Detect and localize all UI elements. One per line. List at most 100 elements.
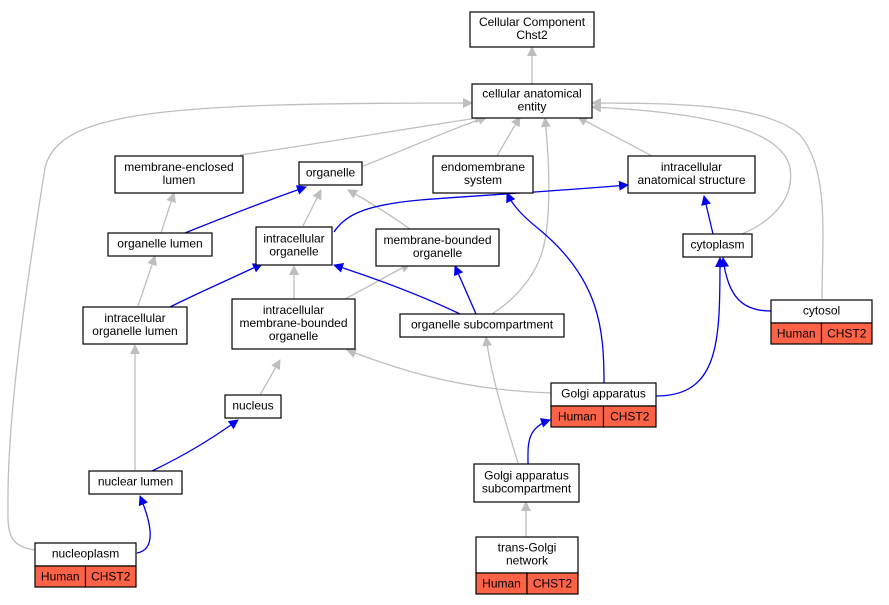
node-box [627, 155, 756, 194]
edge-part-of-intracellular-organelle-intracellular-structure [333, 180, 629, 233]
edge-part-of-organelle-subcompartment-intracellular-organelle [333, 263, 461, 315]
node-label: cellular anatomical [482, 87, 581, 101]
node-box [107, 232, 213, 257]
edge-is-a-cytosol-cae [591, 98, 824, 300]
node-label: intracellular [263, 303, 324, 317]
gene-tag: CHST2 [91, 570, 131, 584]
edge-part-of-organelle-lumen-organelle [184, 185, 307, 234]
node-box [432, 155, 534, 194]
node-nucleus[interactable]: nucleus [224, 394, 282, 419]
edge-is-a-membrane-enclosed-lumen-cae [239, 113, 485, 156]
node-box [255, 226, 333, 266]
edge-is-a-golgi-subcompartment-organelle-subcompartment [482, 336, 519, 464]
node-label: cytosol [803, 304, 840, 318]
node-label: intracellular [263, 232, 324, 246]
node-organelle-lumen[interactable]: organelle lumen [107, 232, 213, 257]
edge-is-a-intracellular-structure-cae [577, 116, 653, 157]
edge-is-a-nucleoplasm-cae [7, 98, 473, 551]
edge-is-a-endomembrane-cae [496, 116, 521, 157]
node-label: anatomical structure [637, 173, 745, 187]
edge-part-of-golgi-cytoplasm [655, 257, 725, 397]
species-tag: Human [558, 410, 597, 424]
edge-part-of-nuclear-lumen-nucleus [151, 419, 239, 472]
node-label: intracellular [104, 311, 165, 325]
edge-part-of-cytosol-cytoplasm [719, 257, 772, 312]
node-label: organelle [269, 245, 319, 259]
node-label: organelle [306, 166, 356, 180]
species-tag: Human [482, 577, 521, 591]
node-label: Chst2 [516, 28, 548, 42]
node-label: lumen [163, 173, 196, 187]
node-label: network [506, 554, 549, 568]
node-organelle-subcompartment[interactable]: organelle subcompartment [399, 313, 565, 338]
node-label: endomembrane [441, 160, 525, 174]
edge-is-a-organelle-cae [357, 115, 488, 169]
node-label: membrane-enclosed [124, 160, 233, 174]
edge-is-a-golgi-intracellular-mbo [346, 348, 552, 394]
node-label: organelle [269, 329, 319, 343]
node-box [88, 470, 183, 495]
gene-tag-cell [526, 572, 579, 595]
node-box [473, 463, 580, 503]
gene-tag-cell [84, 565, 137, 588]
node-label: intracellular [661, 160, 722, 174]
edge-is-a-intracellular-mbo-membrane-bounded-organelle [344, 263, 411, 300]
node-label: organelle lumen [92, 324, 177, 338]
node-label: system [464, 173, 502, 187]
node-label: nucleus [232, 399, 273, 413]
node-label: membrane-bounded [383, 233, 491, 247]
node-label: Golgi apparatus [561, 387, 646, 401]
gene-tag: CHST2 [610, 410, 650, 424]
node-cytoplasm[interactable]: cytoplasm [682, 233, 753, 258]
node-label: trans-Golgi [498, 541, 557, 555]
node-box [399, 313, 565, 338]
node-label: nuclear lumen [98, 475, 173, 489]
node-box [82, 306, 188, 345]
node-box [114, 155, 244, 194]
edge-part-of-cytoplasm-intracellular-structure [701, 195, 714, 235]
node-label: organelle subcompartment [411, 318, 554, 332]
node-organelle[interactable]: organelle [298, 161, 363, 186]
node-box [231, 298, 356, 350]
node-label: Golgi apparatus [484, 469, 569, 483]
node-nuclear-lumen[interactable]: nuclear lumen [88, 470, 183, 495]
node-label: membrane-bounded [239, 316, 347, 330]
node-label: entity [518, 100, 547, 114]
node-box [469, 11, 595, 48]
gene-tag: CHST2 [533, 577, 573, 591]
edge-is-a-intracellular-organelle-organelle [302, 189, 322, 227]
edge-part-of-intracellular-organelle-lumen-intracellular-organelle [169, 263, 263, 308]
node-box [375, 228, 500, 267]
edge-part-of-nucleoplasm-nuclear-lumen [136, 495, 151, 554]
node-box [471, 83, 593, 119]
node-label: nucleoplasm [52, 547, 119, 561]
gene-tag-cell [820, 322, 873, 345]
edge-is-a-membrane-bounded-organelle-organelle [347, 189, 411, 230]
node-label: subcompartment [482, 482, 572, 496]
edges-layer [7, 46, 824, 554]
node-label: cytoplasm [690, 238, 744, 252]
node-label: Cellular Component [479, 15, 586, 29]
node-box [224, 394, 282, 419]
species-tag: Human [41, 570, 80, 584]
node-label: organelle [413, 246, 463, 260]
edge-is-a-cytoplasm-cae [591, 102, 792, 235]
edge-is-a-organelle-lumen-membrane-enclosed-lumen [160, 192, 176, 234]
node-box [682, 233, 753, 258]
